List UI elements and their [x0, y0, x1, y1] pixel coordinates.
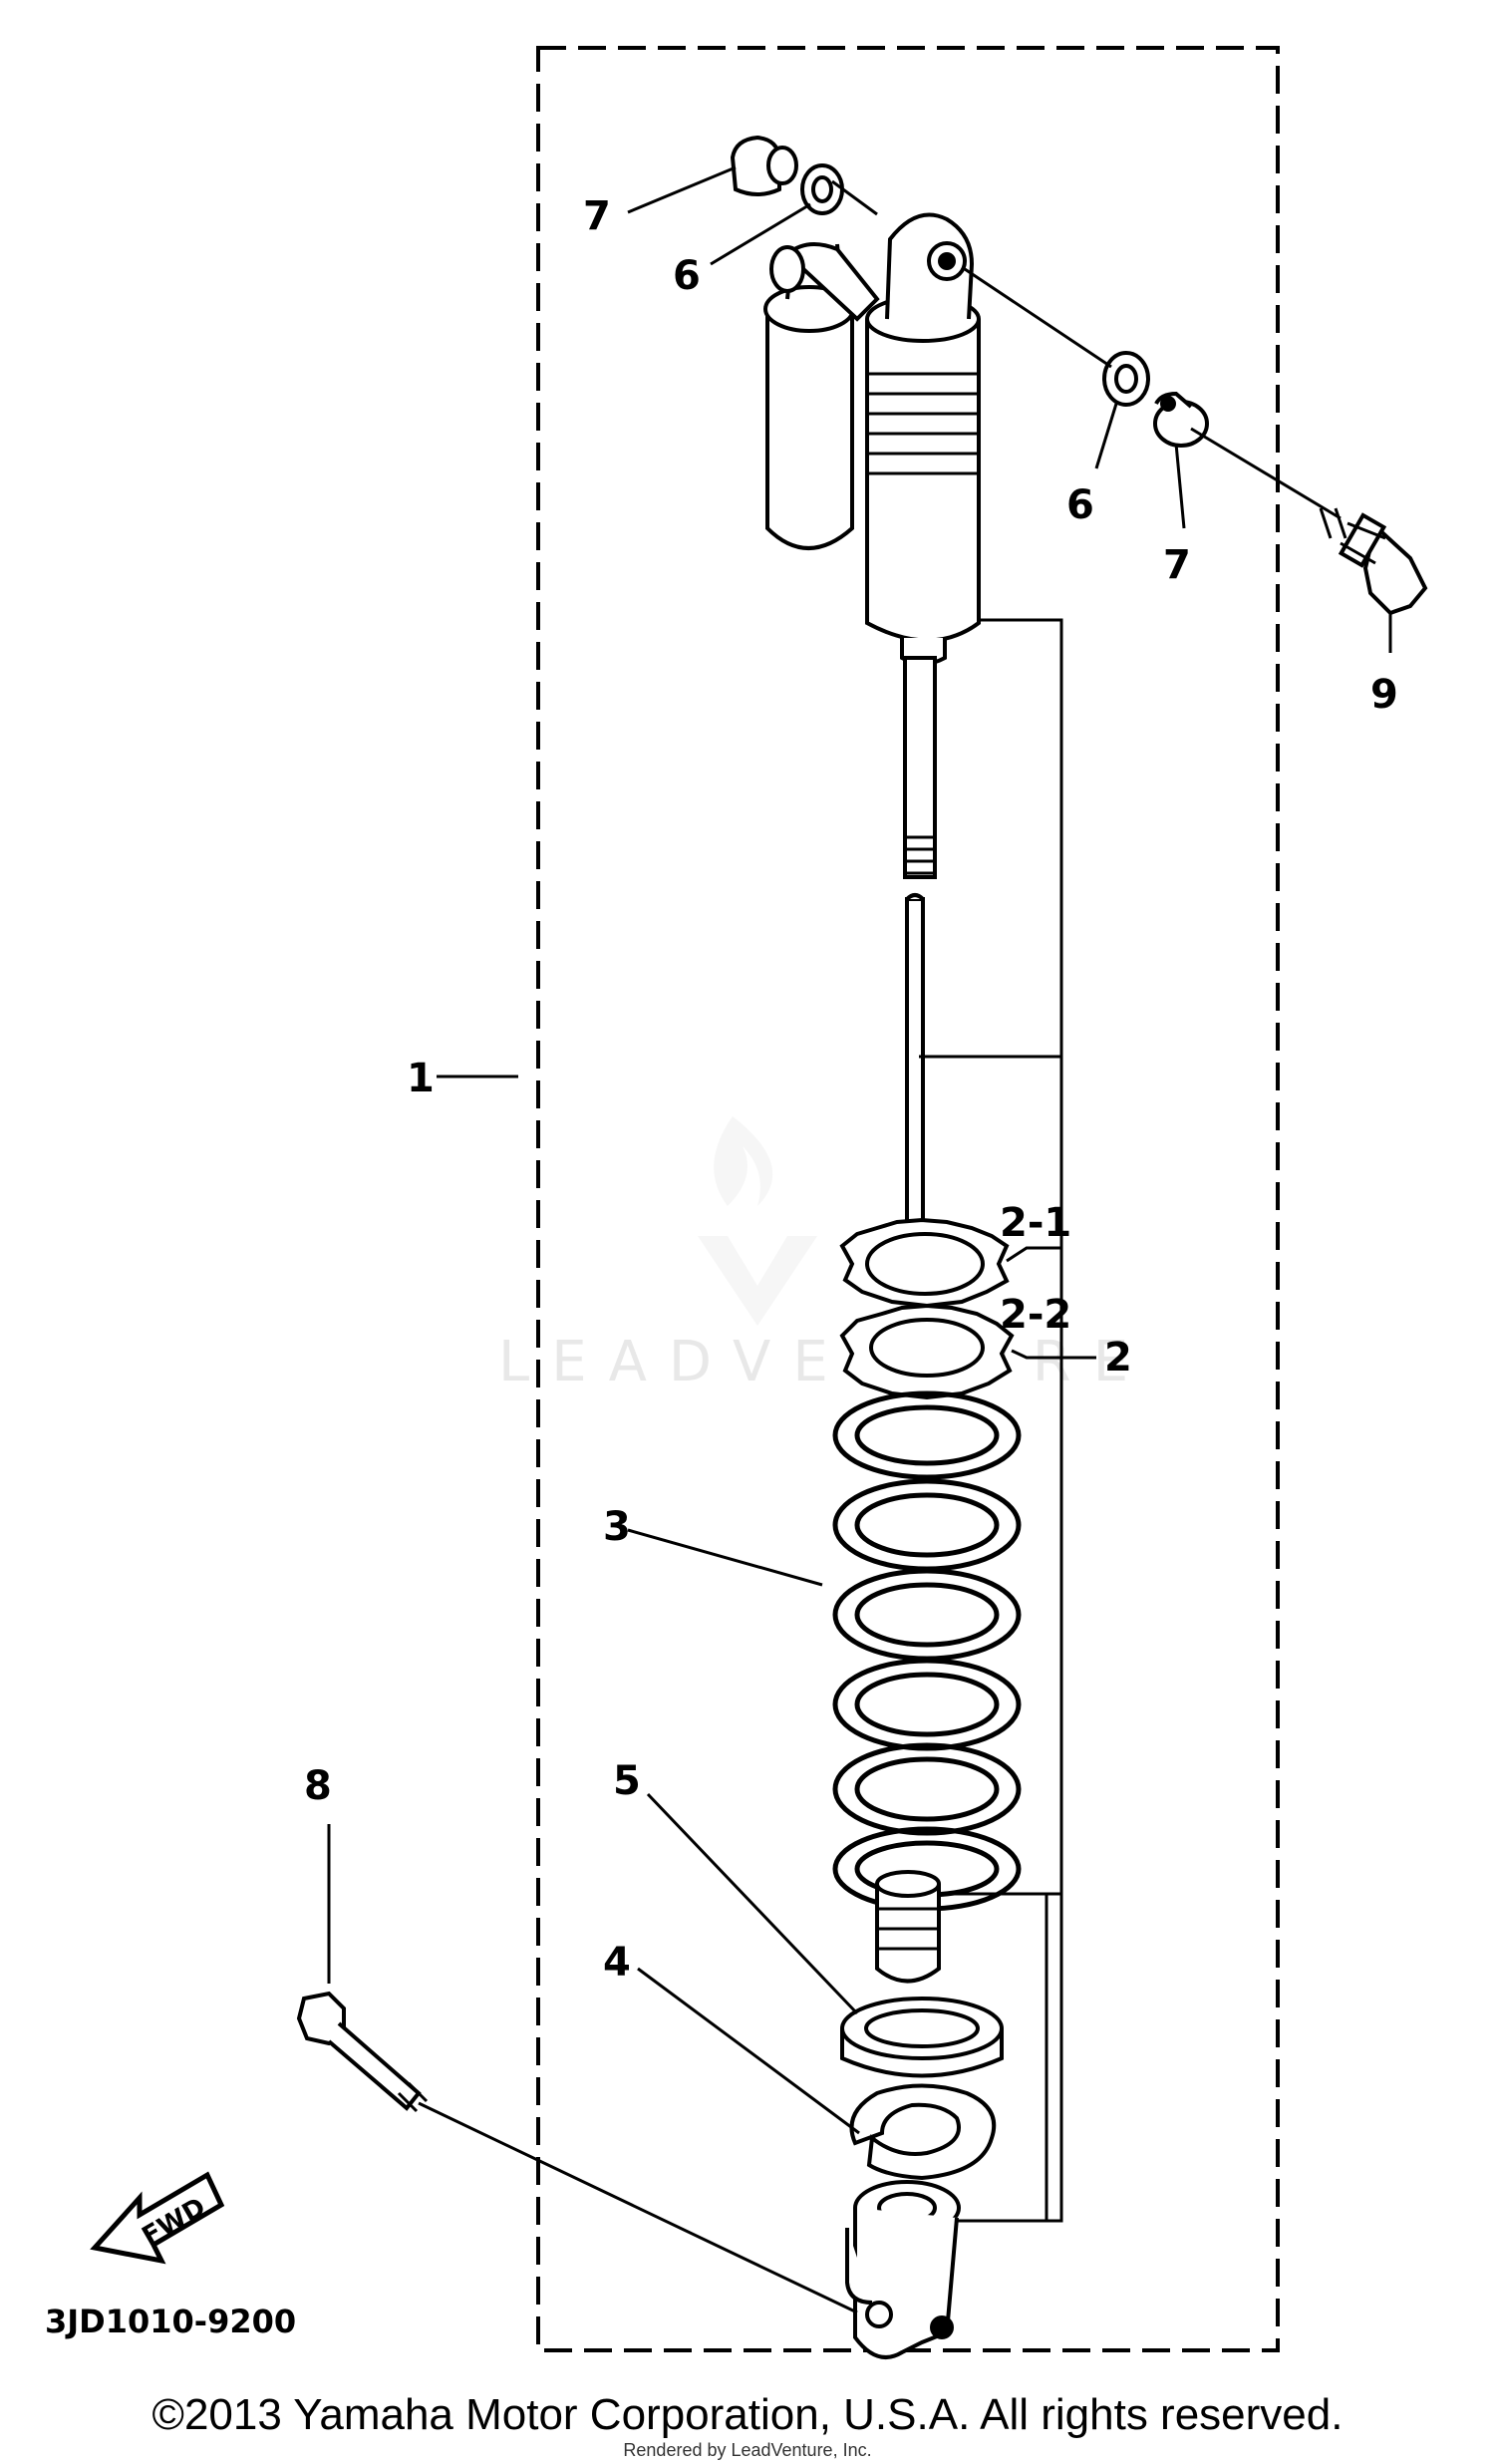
- callout-2: 2: [1104, 1335, 1132, 1381]
- watermark-logo: [698, 1116, 817, 1326]
- locknut-2-1: [839, 1217, 1010, 1309]
- callout-1: 1: [407, 1056, 435, 1101]
- watermark-text: LEADVENTURE: [498, 1330, 1150, 1394]
- fwd-arrow-icon: FWD: [90, 2171, 225, 2265]
- shock-reservoir: [763, 242, 880, 550]
- lower-clevis: [845, 2180, 961, 2359]
- bolt-9: [1319, 507, 1428, 616]
- rendered-by-notice: Rendered by LeadVenture, Inc.: [623, 2440, 872, 2460]
- callout-7-lower: 7: [1163, 542, 1191, 588]
- collar-7-lower: [1153, 391, 1209, 448]
- washer-6-lower: [1102, 351, 1150, 407]
- shock-upper-body: [865, 212, 981, 666]
- callout-5: 5: [613, 1758, 641, 1804]
- bump-stop: [875, 1870, 941, 1984]
- piston-rod: [903, 656, 937, 1240]
- copyright-notice: ©2013 Yamaha Motor Corporation, U.S.A. A…: [151, 2390, 1344, 2439]
- callout-2-2: 2-2: [1000, 1292, 1071, 1338]
- callout-6-upper: 6: [673, 253, 701, 299]
- callout-8: 8: [304, 1763, 332, 1809]
- shock-spring: [832, 1390, 1022, 1912]
- bolt-8: [296, 1991, 429, 2113]
- leader-lines: [327, 165, 1392, 2314]
- collar-7-upper: [730, 135, 798, 196]
- grouping-brackets: [919, 618, 1063, 2223]
- callout-6-lower: 6: [1066, 482, 1094, 528]
- split-collar: [849, 2083, 997, 2181]
- callout-4: 4: [603, 1940, 631, 1986]
- diagram-code: 3JD1010-9200: [45, 2303, 296, 2340]
- spring-guide: [840, 1997, 1004, 2078]
- callout-7-upper: 7: [583, 193, 611, 239]
- callout-2-1: 2-1: [1000, 1200, 1071, 1246]
- adjuster-2-2: [839, 1303, 1015, 1400]
- callout-3: 3: [603, 1504, 631, 1550]
- callout-9: 9: [1370, 672, 1398, 718]
